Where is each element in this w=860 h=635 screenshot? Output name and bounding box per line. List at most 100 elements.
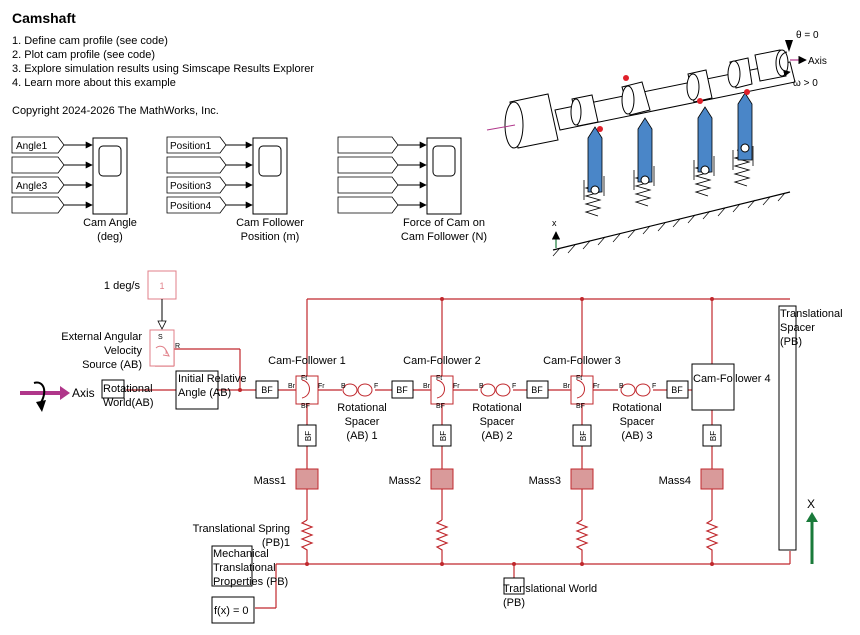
vertical-bf-block-1[interactable]: BF [297,424,317,447]
ext-source-label-3: Source (AB) [82,359,142,371]
ext-source-label-2: Velocity [104,345,142,357]
cam-angle-scope[interactable] [92,137,128,215]
goto-tag-force-1[interactable] [337,136,399,154]
step-define-cam-profile-link[interactable]: 1. Define cam profile (see code) [12,35,168,47]
step-plot-cam-profile-link[interactable]: 2. Plot cam profile (see code) [12,49,156,61]
mass-3-block[interactable] [570,468,594,490]
spring-3-icon[interactable] [575,519,589,553]
cam-follower-4-label: Cam-Follower 4 [693,373,771,385]
ext-source-label-1: External Angular [61,331,142,343]
cam-follower-1-block[interactable]: Br Fr Ft BF [288,375,325,410]
spring-2-icon[interactable] [435,519,449,553]
connection-lines [126,298,791,609]
vertical-bf-block-2[interactable]: BF [432,424,452,447]
trans-spacer-label-3: (PB) [780,336,802,348]
cf1-fr: Fr [318,383,325,390]
x-direction-label: X [807,497,815,511]
axis-arrow-icon [20,381,70,412]
vbf1-label: BF [304,431,313,441]
goto-tag-angle3[interactable]: Angle3 [11,176,65,194]
cf3-br: Br [563,383,571,390]
solver-label: f(x) = 0 [214,605,249,617]
goto-tag-angle-empty-2[interactable] [11,196,65,214]
initial-relative-angle-block[interactable] [175,370,219,410]
rs2-f: F [512,383,516,390]
rotational-world-block[interactable] [101,379,125,399]
constant-block-value: 1 [159,281,164,291]
vbf2-label: BF [439,431,448,441]
constant-block[interactable]: 1 [147,270,177,300]
spring-label-1: Translational Spring [193,523,290,535]
goto-tag-force-4[interactable] [337,196,399,214]
goto-tag-force-2[interactable] [337,156,399,174]
spring-1-icon[interactable] [300,519,314,553]
constant-value-label: 1 deg/s [104,280,141,292]
bf-block-1[interactable]: BF [255,380,279,399]
goto-tag-angle-empty-1[interactable] [11,156,65,174]
mass-1-label: Mass1 [254,475,286,487]
translational-spacer-block[interactable] [778,305,797,551]
position-scope[interactable] [252,137,288,215]
rotational-spacer-2-block[interactable]: B F [479,383,516,397]
rot-spacer-1-label-3: (AB) 1 [346,430,377,442]
rot-spacer-2-label-1: Rotational [472,402,522,414]
rot-world-label-1: Rotational [103,383,153,395]
cf1-ft: Ft [301,375,307,382]
external-angular-velocity-source[interactable]: S R [149,329,180,367]
rot-spacer-1-label-2: Spacer [345,416,380,428]
cam-follower-4-block[interactable]: Cam-Follower 4 [691,363,771,411]
goto-tag-angle3-label: Angle3 [16,181,48,192]
cf2-bf: BF [436,403,445,410]
rot-spacer-3-label-1: Rotational [612,402,662,414]
translational-world-block[interactable] [503,577,525,595]
init-angle-label-2: Angle (AB) [178,387,231,399]
force-scope[interactable] [426,137,462,215]
step-learn-more-link[interactable]: 4. Learn more about this example [12,77,176,89]
step-results-explorer-link[interactable]: 3. Explore simulation results using Sims… [12,63,315,75]
rot-spacer-2-label-3: (AB) 2 [481,430,512,442]
goto-tag-position4-label: Position4 [170,201,212,212]
spring-label-2: (PB)1 [262,537,290,549]
cam-follower-2-block[interactable]: Br Fr Ft BF [423,375,460,410]
rotational-spacer-3-block[interactable]: B F [619,383,656,397]
bf-block-3[interactable]: BF [526,380,549,399]
goto-tag-position4[interactable]: Position4 [166,196,227,214]
goto-tag-position3[interactable]: Position3 [166,176,227,194]
mass-2-block[interactable] [430,468,454,490]
goto-tag-force-3[interactable] [337,176,399,194]
cf3-ft: Ft [576,375,582,382]
position-scope-group: Position1 Position3 Position4 Cam Follow… [166,136,304,243]
vertical-bf-block-4[interactable]: BF [702,424,722,447]
goto-tag-position1[interactable]: Position1 [166,136,227,154]
cf2-fr: Fr [453,383,460,390]
mass-2-label: Mass2 [389,475,421,487]
force-scope-group: Force of Cam on Cam Follower (N) [337,136,487,243]
mech-props-label-1: Mechanical [213,548,269,560]
goto-tag-angle1[interactable]: Angle1 [11,136,65,154]
rs3-f: F [652,383,656,390]
init-angle-label-1: Initial Relative [178,373,246,385]
rot-world-label-2: World(AB) [103,397,154,409]
spring-4-icon[interactable] [705,519,719,553]
cf1-bf: BF [301,403,310,410]
rot-spacer-3-label-2: Spacer [620,416,655,428]
solver-configuration-block[interactable]: f(x) = 0 [211,596,255,624]
mass-1-block[interactable] [295,468,319,490]
omega-label: ω > 0 [793,78,818,89]
mech-props-label-3: Properties (PB) [213,576,288,588]
port-r-label: R [175,343,180,350]
cam-angle-scope-label-1: Cam Angle [83,217,137,229]
goto-tag-angle1-label: Angle1 [16,141,48,152]
goto-tag-position-empty[interactable] [166,156,227,174]
vertical-bf-block-3[interactable]: BF [572,424,592,447]
rotational-spacer-1-block[interactable]: B F [341,383,378,397]
trans-spacer-label-2: Spacer [780,322,815,334]
trans-world-label-2: (PB) [503,597,525,609]
bf-block-2[interactable]: BF [391,380,414,399]
cam-follower-3-block[interactable]: Br Fr Ft BF [563,375,600,410]
mass-4-block[interactable] [700,468,724,490]
cam-follower-1-label: Cam-Follower 1 [268,355,346,367]
bf-block-4[interactable]: BF [666,380,689,399]
mech-trans-properties-block[interactable] [211,545,253,587]
